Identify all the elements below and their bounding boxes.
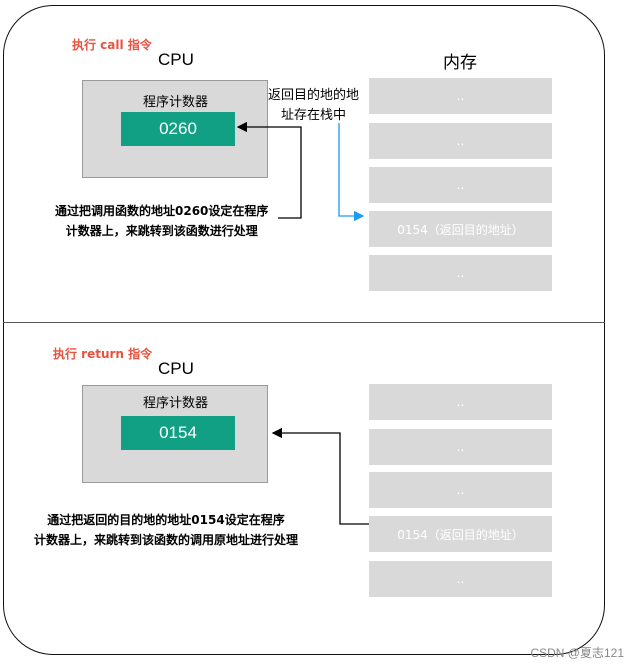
call-memory-cell-return-address: 0154（返回目的地址）	[369, 211, 552, 247]
call-register-value: 0260	[121, 112, 235, 146]
call-memory-cell-3: ..	[369, 167, 552, 203]
return-pc-label: 程序计数器	[143, 396, 209, 411]
call-section-title: 执行 call 指令	[72, 38, 152, 52]
return-memory-cell-1: ..	[369, 384, 552, 420]
call-pc-label: 程序计数器	[143, 95, 209, 110]
return-register-value: 0154	[121, 416, 235, 450]
return-note-line2: 计数器上，来跳转到该函数的调用原地址进行处理	[34, 533, 299, 547]
return-section-title: 执行 return 指令	[53, 347, 153, 361]
call-side-note-line2: 址存在栈中	[281, 108, 347, 123]
call-memory-cell-5: ..	[369, 255, 552, 291]
watermark: CSDN @夏志121	[530, 646, 624, 660]
return-memory-cell-3: ..	[369, 472, 552, 508]
call-note-line2: 计数器上，来跳转到该函数进行处理	[65, 224, 258, 238]
call-side-note-line1: 返回目的地的地	[268, 88, 360, 103]
call-memory-cell-1: ..	[369, 78, 552, 114]
return-note: 通过把返回的目的地的地址0154设定在程序 计数器上，来跳转到该函数的调用原地址…	[34, 510, 298, 550]
memory-label: 内存	[443, 53, 477, 73]
return-memory-cell-return-address: 0154（返回目的地址）	[369, 516, 552, 552]
call-arrow-to-stack	[338, 123, 365, 222]
call-note: 通过把调用函数的地址0260设定在程序 计数器上，来跳转到该函数进行处理	[55, 201, 268, 241]
section-divider	[3, 322, 605, 323]
return-memory-cell-5: ..	[369, 561, 552, 597]
call-memory-cell-2: ..	[369, 123, 552, 159]
call-cpu-label: CPU	[158, 50, 194, 69]
return-memory-cell-2: ..	[369, 429, 552, 465]
return-note-line1: 通过把返回的目的地的地址0154设定在程序	[47, 513, 285, 527]
call-note-line1: 通过把调用函数的地址0260设定在程序	[55, 204, 269, 218]
return-arrow-to-register	[271, 427, 369, 525]
return-cpu-label: CPU	[158, 359, 194, 378]
call-arrow-to-register	[236, 121, 302, 219]
call-side-note: 返回目的地的地 址存在栈中	[268, 86, 359, 126]
